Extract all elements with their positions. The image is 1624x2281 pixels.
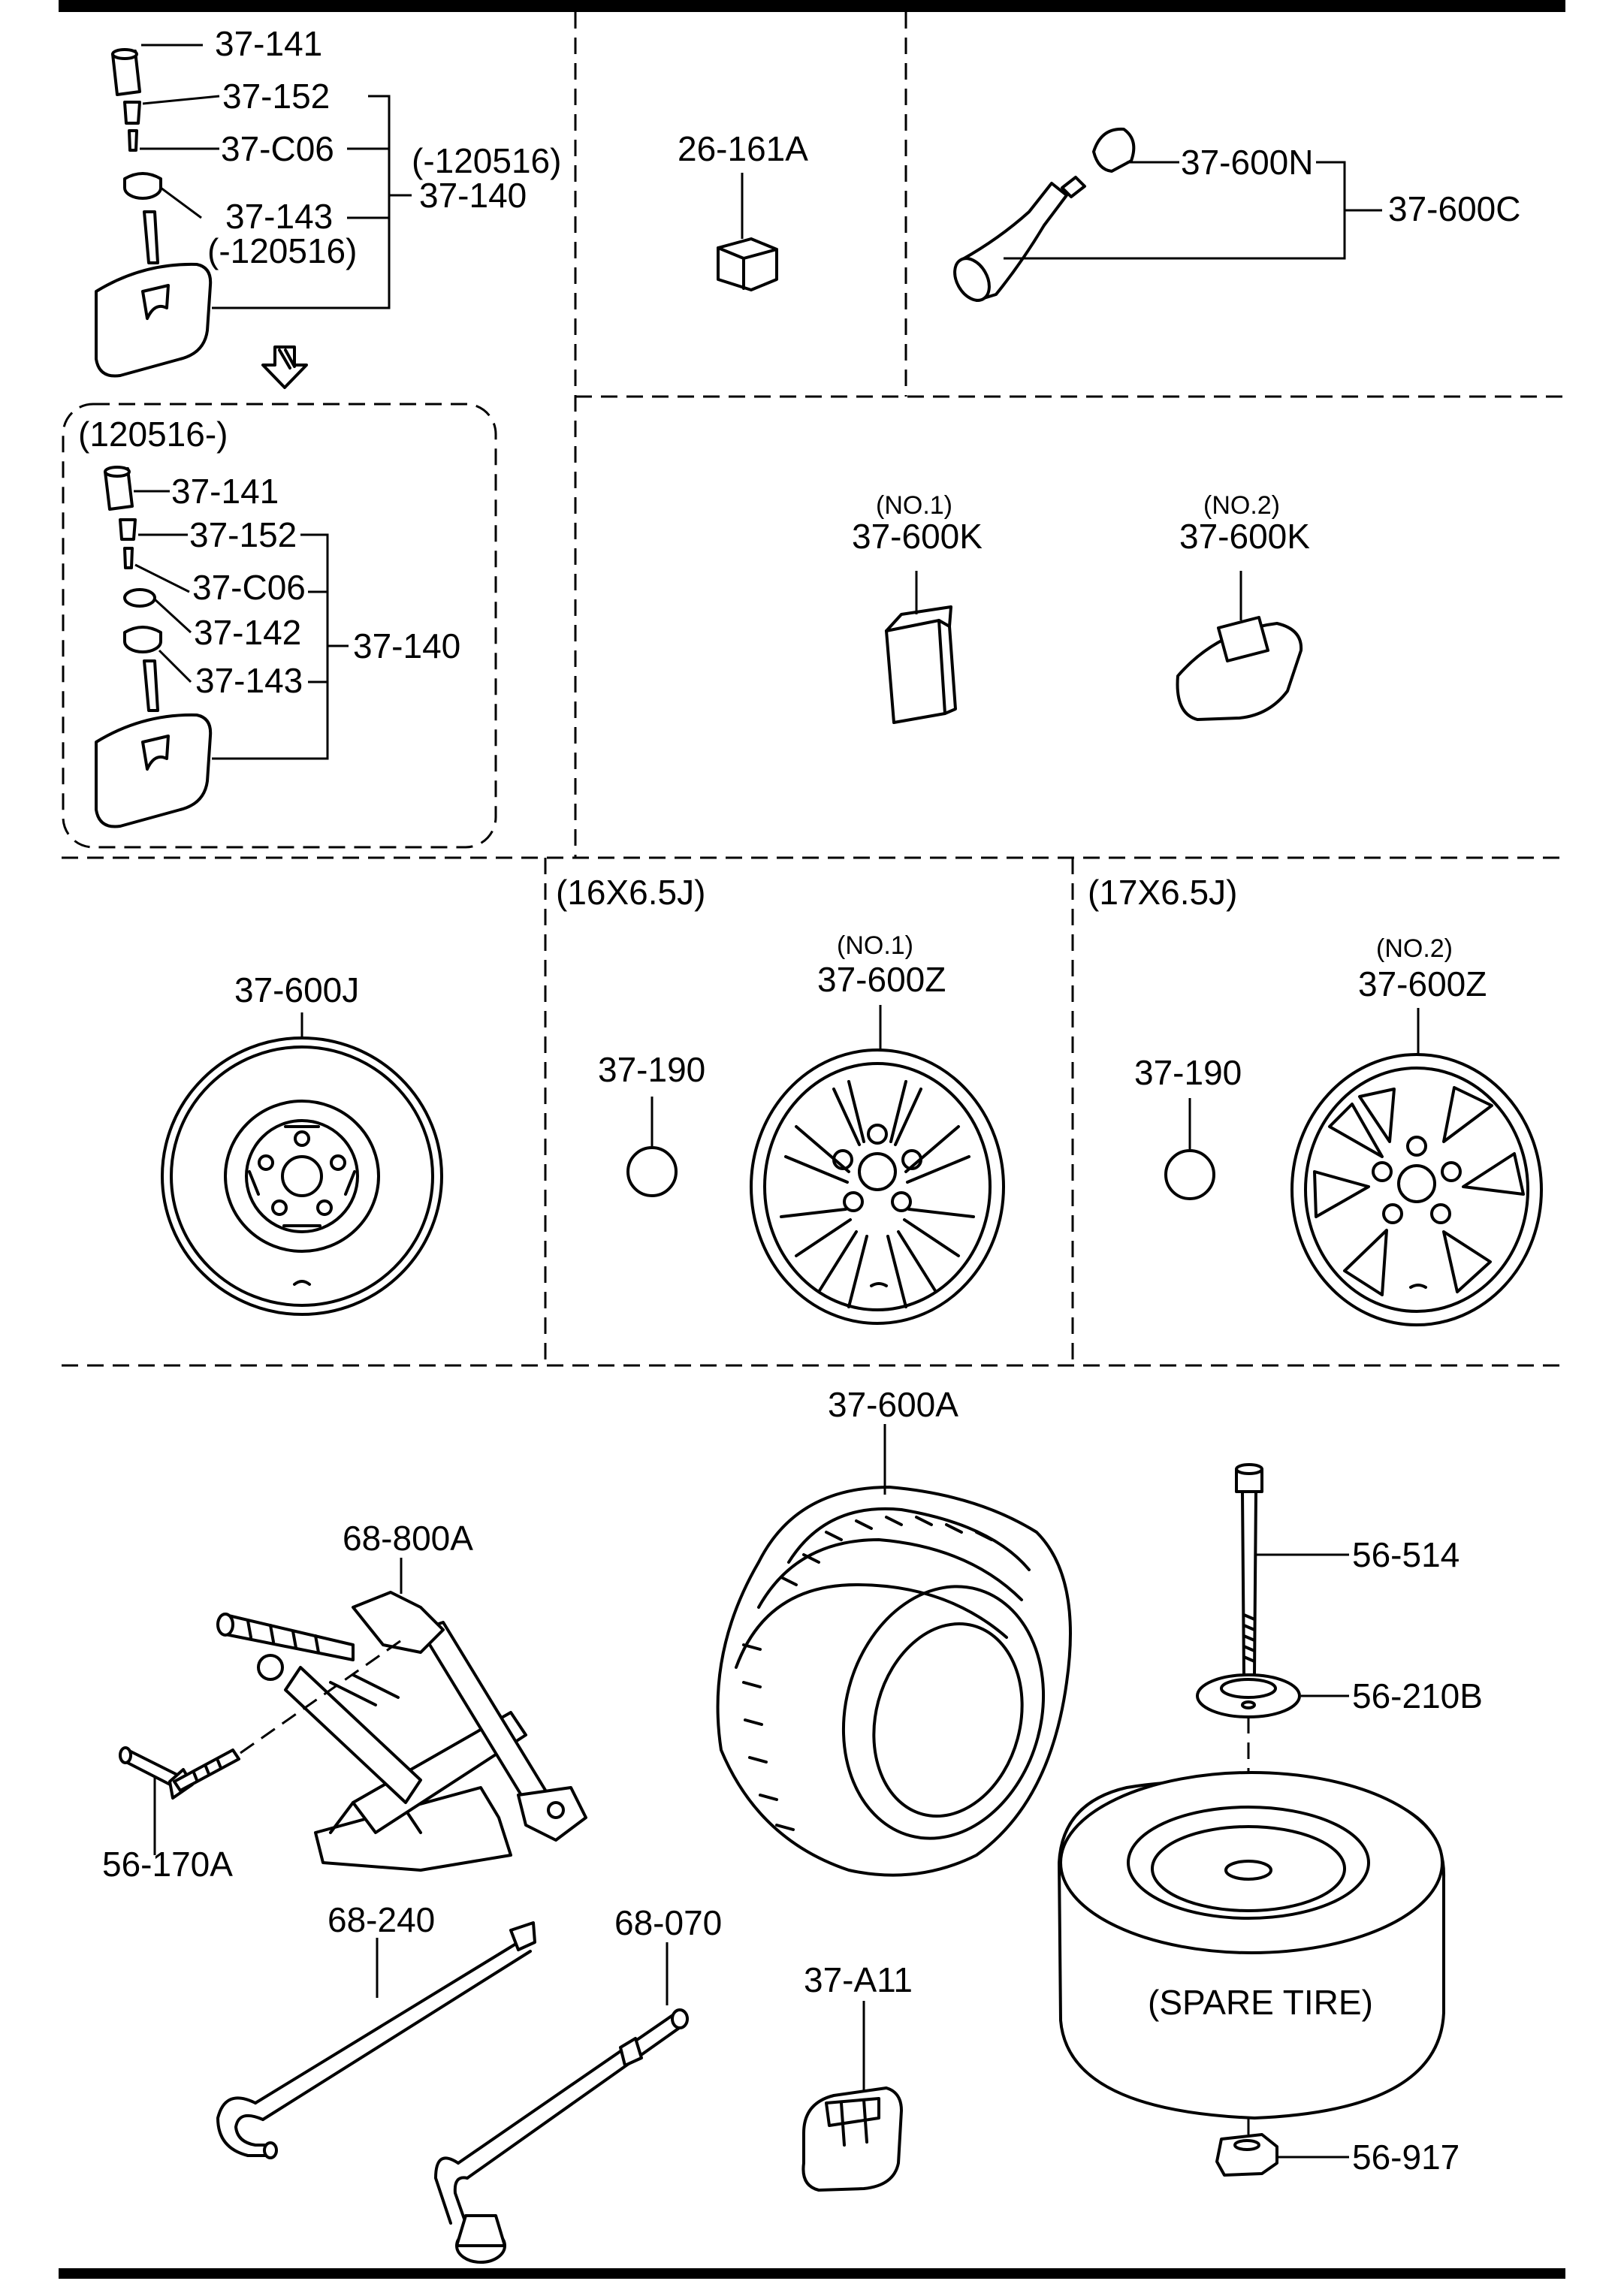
label-37-190-2: 37-190 [1134,1053,1242,1092]
valve-stem [953,127,1382,302]
label-37-600K-1: 37-600K [852,517,983,556]
label-37-600Z-1: 37-600Z [817,960,946,999]
tpms-kit-no2 [1176,571,1303,721]
label-37-143-b: 37-143 [195,661,303,700]
tpms-tool [801,2001,903,2192]
label-56-210B: 56-210B [1352,1676,1483,1715]
label-37-152-a: 37-152 [222,77,330,116]
label-37-140-b: 37-140 [353,626,460,665]
label-26-161A: 26-161A [678,129,808,168]
spare-tire [1058,1771,1446,2138]
label-spare-tire: (SPARE TIRE) [1148,1983,1373,2022]
label-37-600C: 37-600C [1388,189,1520,228]
label-56-917: 56-917 [1352,2138,1459,2177]
label-37-190-1: 37-190 [598,1050,705,1089]
label-37-142-b: 37-142 [194,613,301,652]
label-date-after: (120516-) [78,415,228,454]
center-cap-2 [1164,1098,1215,1200]
label-size-17: (17X6.5J) [1088,873,1237,912]
lug-nut [717,173,778,291]
spare-tire-bolt [1235,1463,1349,1676]
label-37-143-a: 37-143 [225,197,333,236]
bottom-border [59,2268,1565,2279]
tpms-kit-no1 [885,571,957,724]
label-56-514: 56-514 [1352,1535,1459,1574]
label-no2-k: (NO.2) [1203,491,1280,520]
label-no2-z: (NO.2) [1376,934,1453,963]
steel-wheel [161,1012,443,1316]
label-37-A11: 37-A11 [804,1960,913,1999]
spare-tire-nut [1215,2133,1349,2177]
tpms-sensor-before [95,44,412,389]
label-37-140-a: 37-140 [419,176,527,215]
alloy-wheel-no2 [1290,1008,1543,1326]
jack-bolt [119,1636,406,1855]
section-dividers [62,12,1565,1367]
top-border [59,0,1565,12]
tire [716,1424,1072,1877]
alloy-wheel-no1 [750,1005,1005,1325]
label-date-before-b: (-120516) [207,231,357,270]
lug-wrench [434,1942,689,2264]
tpms-sensor-after [95,466,349,828]
label-68-070: 68-070 [614,1903,722,1942]
jack-handle [216,1921,536,2159]
center-cap-1 [626,1097,678,1197]
label-68-800A: 68-800A [343,1519,473,1558]
label-37-600Z-2: 37-600Z [1358,964,1487,1003]
label-68-240: 68-240 [328,1900,435,1939]
label-37-141-a: 37-141 [215,24,322,63]
label-no1-z: (NO.1) [837,931,913,960]
after-date-box [62,403,497,849]
label-37-600N: 37-600N [1181,143,1313,182]
label-date-before-a: (-120516) [412,141,561,180]
label-37-152-b: 37-152 [189,515,297,554]
label-37-600A: 37-600A [828,1385,958,1424]
label-size-16: (16X6.5J) [556,873,705,912]
label-no1-k: (NO.1) [876,491,952,520]
label-37-600K-2: 37-600K [1179,517,1310,556]
label-37-141-b: 37-141 [171,472,279,511]
label-56-170A: 56-170A [102,1845,233,1884]
label-37-C06-b: 37-C06 [192,568,306,607]
label-37-600J: 37-600J [234,970,359,1009]
scissor-jack [216,1558,587,1872]
label-37-C06-a: 37-C06 [221,129,334,168]
